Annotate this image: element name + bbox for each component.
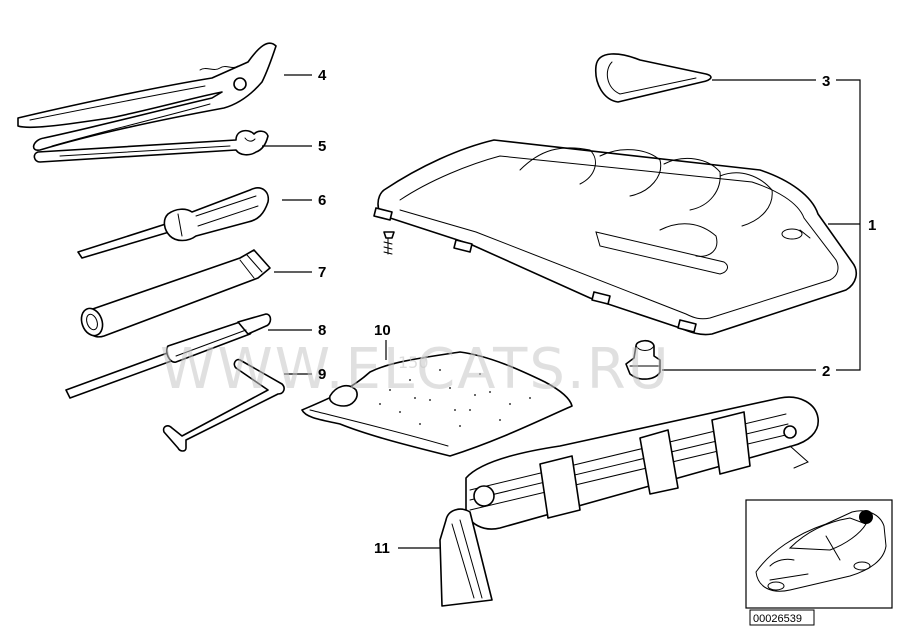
callout-5[interactable]: 5 <box>318 138 326 155</box>
callout-7[interactable]: 7 <box>318 264 326 281</box>
holding-strap-part[interactable] <box>594 53 712 103</box>
watermark-small: 150 <box>398 353 429 372</box>
bag-texture <box>379 369 531 427</box>
cover-screw[interactable] <box>383 231 395 255</box>
callout-2[interactable]: 2 <box>822 363 830 380</box>
callout-11[interactable]: 11 <box>374 540 390 557</box>
callout-1[interactable]: 1 <box>868 217 876 234</box>
screwdriver-part[interactable] <box>77 187 270 259</box>
callout-6[interactable]: 6 <box>318 192 326 209</box>
car-silhouette <box>755 510 887 592</box>
location-marker <box>859 510 873 524</box>
callout-10[interactable]: 10 <box>374 322 391 339</box>
callout-8[interactable]: 8 <box>318 322 326 339</box>
tool-box-cover-part[interactable] <box>373 139 858 336</box>
reference-number: 00026539 <box>753 613 802 625</box>
leader-lines <box>262 74 861 549</box>
watermark: WWW.ELCATS.RU <box>160 337 671 402</box>
tool-set-roll-part[interactable] <box>439 396 819 607</box>
callout-9[interactable]: 9 <box>318 366 326 383</box>
vehicle-location-inset: 00026539 <box>745 499 893 626</box>
callout-4[interactable]: 4 <box>318 67 327 84</box>
turn-fastener-part[interactable] <box>625 339 661 380</box>
hex-key-part[interactable] <box>162 358 285 452</box>
pliers-part[interactable] <box>17 42 277 151</box>
tommy-bar-part[interactable] <box>65 313 272 399</box>
socket-tube-part[interactable] <box>78 249 271 339</box>
tool-bag-part[interactable] <box>301 351 573 457</box>
callout-3[interactable]: 3 <box>822 73 830 90</box>
